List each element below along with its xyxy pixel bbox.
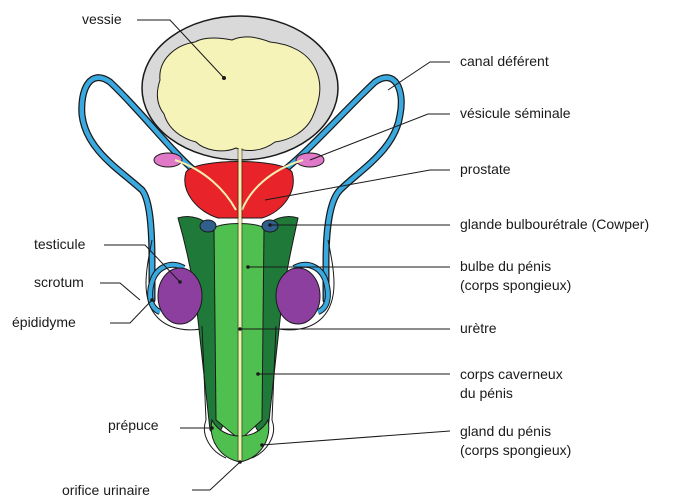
label-gland-line2: (corps spongieux)	[460, 441, 571, 460]
label-corps-caverneux-line1: corps caverneux	[460, 365, 563, 384]
label-corps-caverneux-line2: du pénis	[460, 384, 563, 403]
label-orifice-urinaire: orifice urinaire	[62, 481, 150, 500]
label-bulbe-line1: bulbe du pénis	[460, 257, 571, 276]
cowper-gland-left	[200, 220, 216, 232]
label-vessie: vessie	[82, 10, 122, 29]
label-epididyme: épididyme	[12, 313, 76, 332]
label-gland-du-penis: gland du pénis (corps spongieux)	[460, 422, 571, 460]
label-testicule: testicule	[34, 235, 85, 254]
bladder	[142, 16, 338, 160]
label-scrotum: scrotum	[34, 273, 84, 292]
label-canal-deferent: canal déférent	[460, 52, 549, 71]
label-prepuce: prépuce	[108, 416, 159, 435]
label-bulbe-du-penis: bulbe du pénis (corps spongieux)	[460, 257, 571, 295]
testis-left	[158, 268, 202, 324]
label-vesicule-seminale: vésicule séminale	[460, 104, 571, 123]
label-glande-bulbouretrale: glande bulbourétrale (Cowper)	[460, 215, 649, 234]
label-gland-line1: gland du pénis	[460, 422, 571, 441]
label-bulbe-line2: (corps spongieux)	[460, 276, 571, 295]
label-corps-caverneux: corps caverneux du pénis	[460, 365, 563, 403]
label-prostate: prostate	[460, 160, 511, 179]
testis-right	[276, 268, 320, 324]
label-uretre: urètre	[460, 319, 497, 338]
